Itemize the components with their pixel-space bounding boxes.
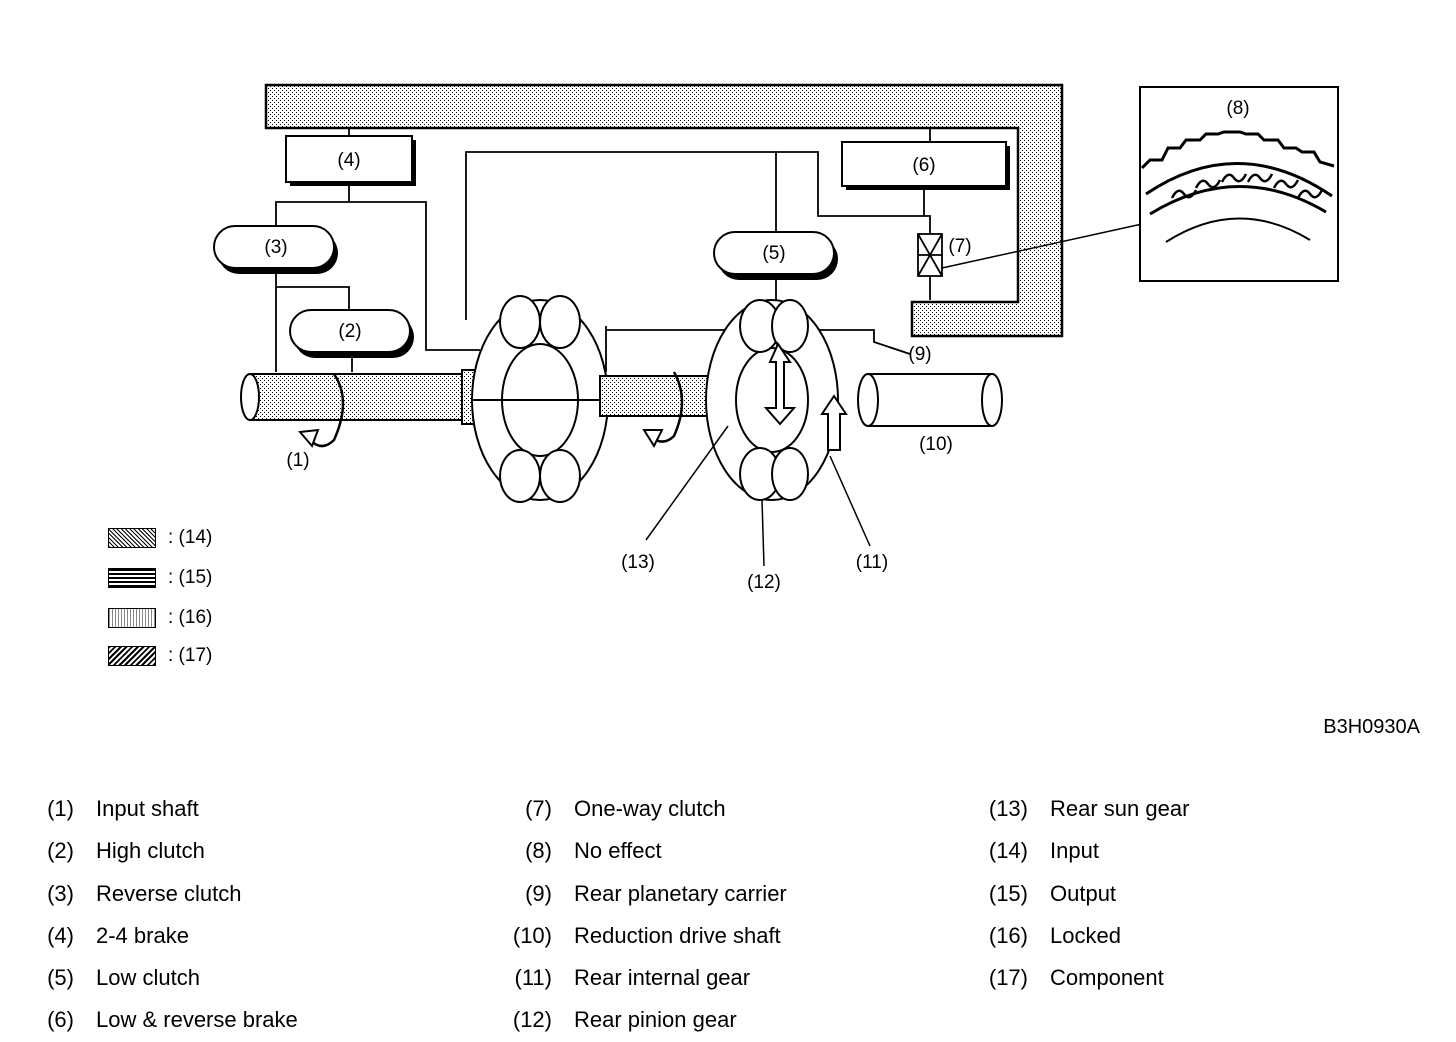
key-item: (5)Low clutch [47, 965, 200, 991]
rear-planetary-gearset [705, 299, 839, 501]
input-shaft [249, 373, 481, 421]
key-item: (6)Low & reverse brake [47, 1007, 298, 1033]
key-item: (17)Component [988, 965, 1164, 991]
key-item: (1)Input shaft [47, 796, 199, 821]
callout-12: (12) [747, 572, 781, 593]
key-column-1: (1)Input shaft (2)High clutch (3)Reverse… [30, 788, 298, 1042]
legend-item-input: : (14) [108, 526, 212, 550]
callout-3: (3) [264, 237, 287, 258]
callout-11: (11) [856, 552, 888, 573]
callout-8: (8) [1226, 98, 1249, 119]
figure-code: B3H0930A [1323, 716, 1420, 738]
callout-6: (6) [912, 155, 935, 176]
pinion-rotation-arrow [763, 341, 797, 426]
key-item: (12)Rear pinion gear [512, 1007, 737, 1033]
key-item: (14)Input [988, 838, 1099, 864]
key-column-3: (13)Rear sun gear (14)Input (15)Output (… [984, 788, 1190, 999]
one-way-clutch [917, 233, 943, 277]
low-clutch [713, 231, 835, 275]
planetary-gear-diagram: (4) (6) (3) (2) (5) (7) [213, 83, 1339, 593]
legend-label: : (17) [168, 645, 213, 666]
legend-swatch-input [108, 528, 156, 548]
key-column-2: (7)One-way clutch (8)No effect (9)Rear p… [508, 788, 787, 1042]
detail-sprags [1170, 173, 1324, 199]
key-item: (13)Rear sun gear [988, 796, 1190, 821]
callout-9: (9) [908, 344, 931, 365]
key-item: (4)2-4 brake [47, 922, 189, 948]
reduction-drive-shaft [867, 373, 993, 427]
reverse-clutch [213, 225, 335, 269]
key-item: (3)Reverse clutch [47, 880, 242, 906]
key-item: (11)Rear internal gear [514, 965, 751, 991]
key-item: (2)High clutch [47, 838, 205, 864]
callout-10: (10) [919, 434, 953, 455]
callout-13: (13) [621, 552, 655, 573]
legend-swatch-component [108, 646, 156, 666]
internal-gear-rotation-arrow [820, 394, 848, 451]
legend-item-component: : (17) [108, 644, 212, 668]
key-item: (7)One-way clutch [525, 796, 726, 821]
callout-5: (5) [762, 243, 785, 264]
legend-label: : (14) [168, 527, 213, 548]
key-item: (16)Locked [988, 922, 1121, 948]
callout-7: (7) [948, 236, 971, 257]
legend-label: : (15) [168, 567, 213, 588]
key-item: (15)Output [988, 880, 1117, 906]
detail-gear-teeth [1140, 130, 1335, 243]
transmission-housing [264, 83, 1064, 338]
legend-swatch-output [108, 568, 156, 588]
front-planetary-gearset [471, 295, 609, 503]
input-rotation-arrow [309, 373, 345, 448]
legend-swatch-locked [108, 608, 156, 628]
middle-rotation-arrow [651, 371, 684, 443]
key-item: (10)Reduction drive shaft [512, 922, 781, 948]
legend-label: : (16) [168, 607, 213, 628]
connection-lines [275, 128, 931, 372]
one-way-clutch-detail-inset [1139, 86, 1339, 282]
callout-4: (4) [337, 150, 360, 171]
key-item: (9)Rear planetary carrier [525, 880, 787, 906]
callout-1: (1) [286, 450, 309, 471]
legend-item-output: : (15) [108, 566, 212, 590]
high-clutch [289, 309, 411, 353]
callout-2: (2) [338, 321, 361, 342]
key-item: (8)No effect [525, 838, 662, 864]
legend-item-locked: : (16) [108, 606, 212, 630]
